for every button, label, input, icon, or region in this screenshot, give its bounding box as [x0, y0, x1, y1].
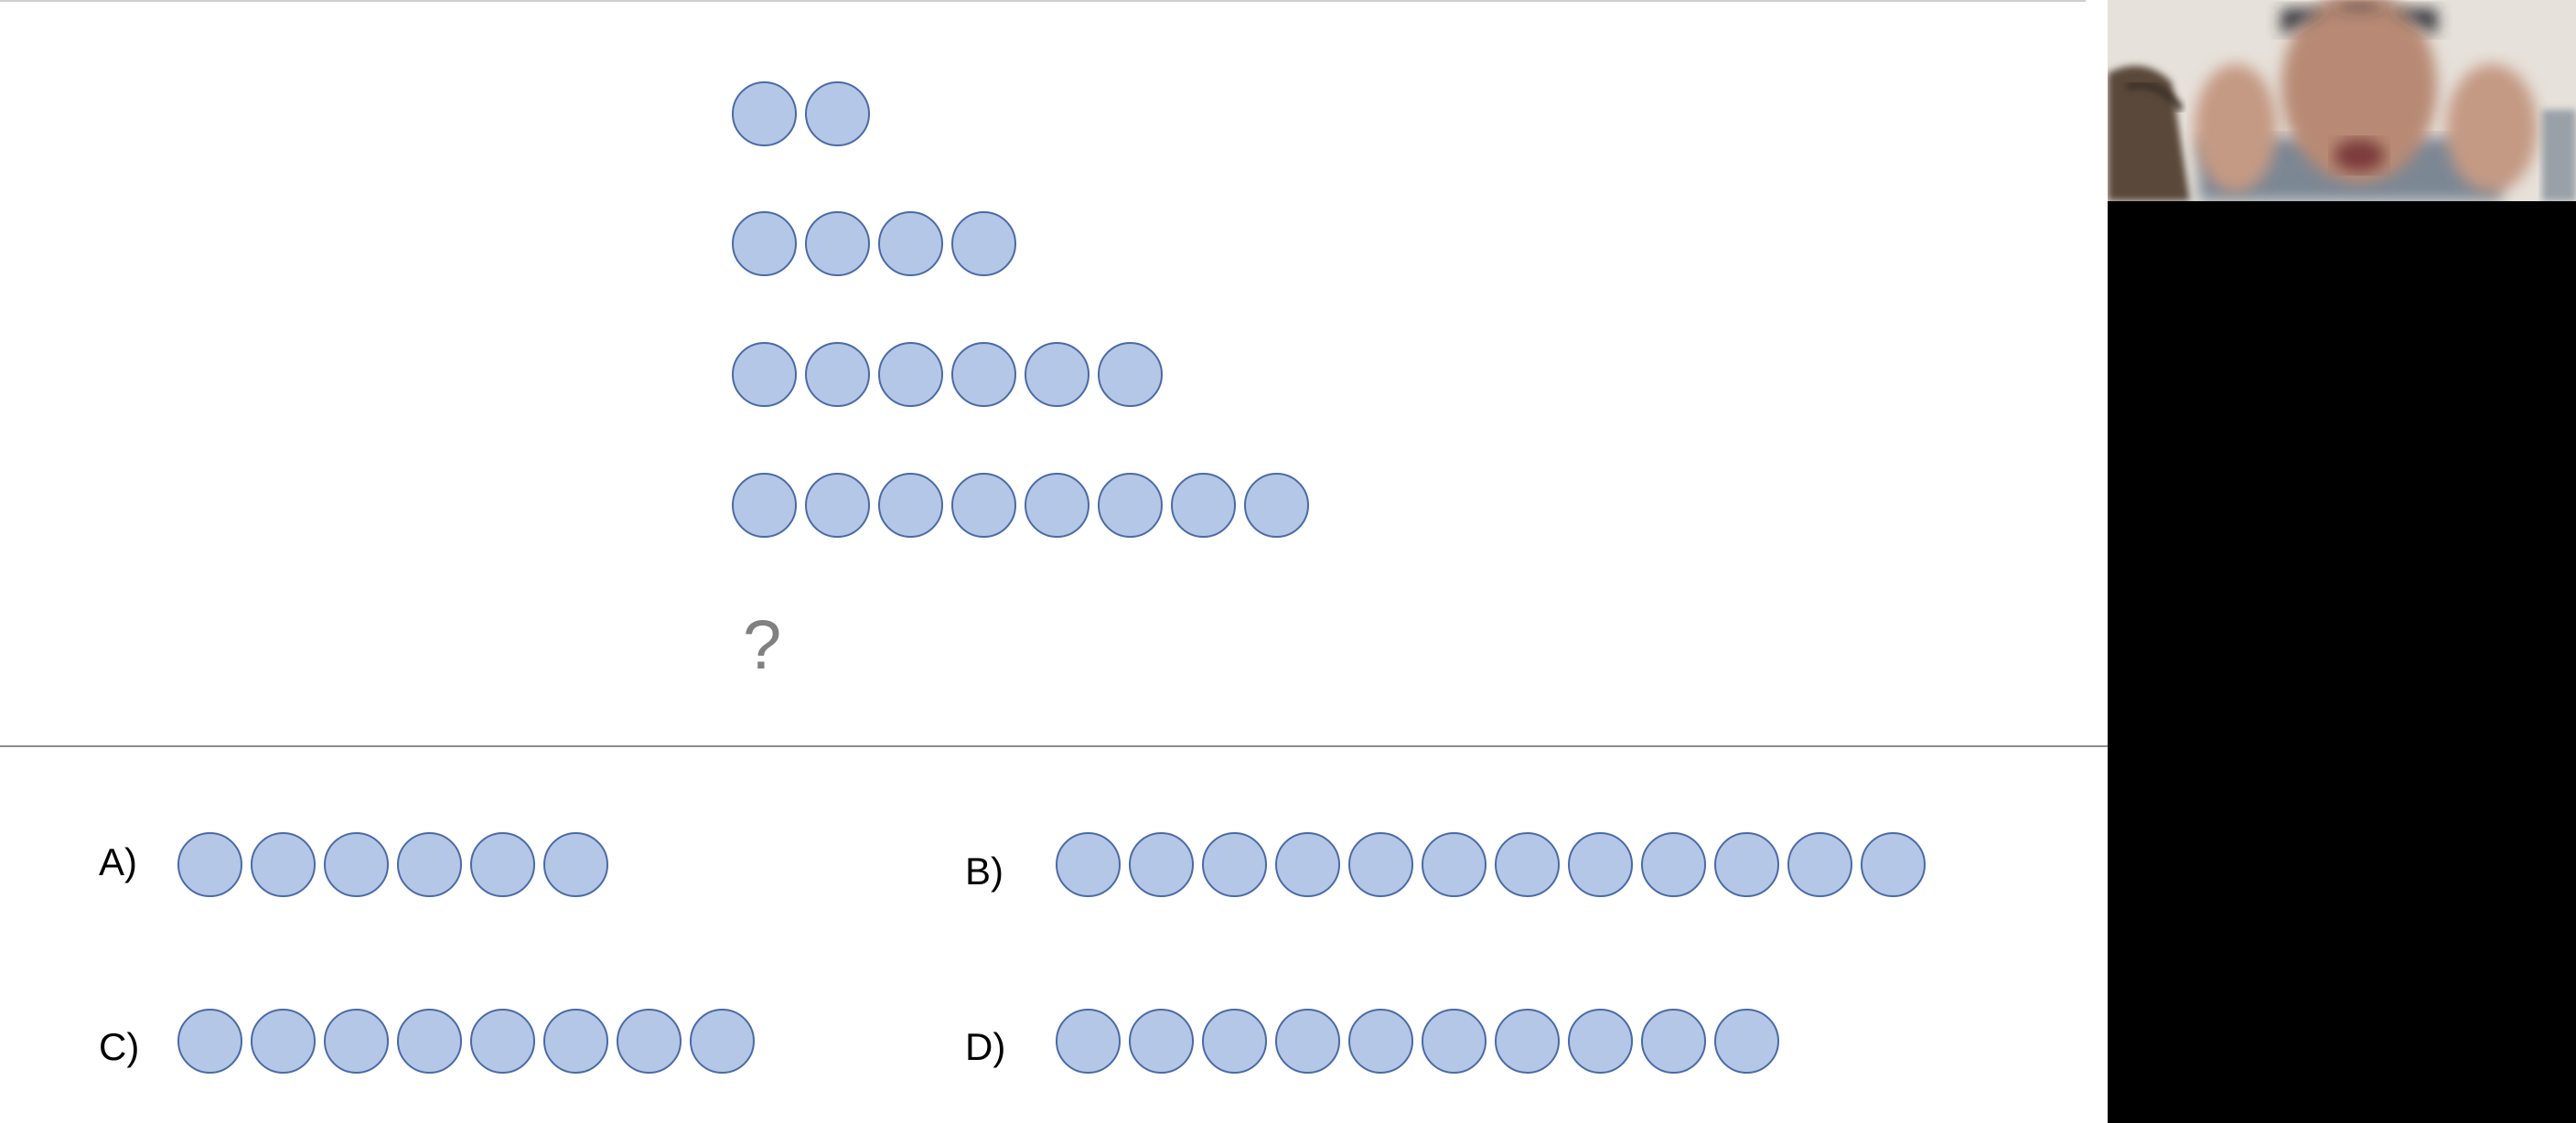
option-a-circles[interactable]	[177, 832, 608, 897]
circle-shape	[177, 1009, 242, 1074]
circle-shape	[951, 342, 1016, 407]
circle-shape	[324, 1009, 389, 1074]
circle-shape	[1714, 1009, 1779, 1074]
option-b-circles[interactable]	[1056, 832, 1926, 897]
sequence-row-1	[732, 81, 870, 146]
circle-shape	[1348, 1009, 1413, 1074]
sequence-row-3	[732, 342, 1163, 407]
circle-shape	[1275, 832, 1340, 897]
circle-shape	[1495, 1009, 1560, 1074]
circle-shape	[1568, 832, 1633, 897]
circle-shape	[1568, 1009, 1633, 1074]
missing-term-question-mark: ?	[743, 606, 782, 684]
option-d-label[interactable]: D)	[965, 1025, 1006, 1068]
circle-shape	[1025, 473, 1089, 538]
circle-shape	[1129, 832, 1194, 897]
presentation-slide: ? A) B) C) D)	[0, 0, 2108, 1074]
circle-shape	[732, 473, 797, 538]
circle-shape	[732, 211, 797, 276]
circle-shape	[732, 81, 797, 146]
top-rule	[0, 0, 2086, 2]
circle-shape	[1171, 473, 1236, 538]
circle-shape	[1056, 1009, 1121, 1074]
circle-shape	[1422, 832, 1487, 897]
circle-shape	[1129, 1009, 1194, 1074]
circle-shape	[732, 342, 797, 407]
circle-shape	[617, 1009, 682, 1074]
circle-shape	[1861, 832, 1926, 897]
circle-shape	[951, 211, 1016, 276]
circle-shape	[1202, 1009, 1267, 1074]
circle-shape	[878, 342, 943, 407]
video-call-panel	[2108, 0, 2576, 1123]
circle-shape	[1244, 473, 1309, 538]
circle-shape	[324, 832, 389, 897]
divider-line	[0, 745, 2108, 747]
circle-shape	[470, 1009, 535, 1074]
webcam-person-image	[2108, 0, 2576, 201]
circle-shape	[1202, 832, 1267, 897]
circle-shape	[951, 473, 1016, 538]
circle-shape	[1025, 342, 1089, 407]
circle-shape	[1495, 832, 1560, 897]
option-d-circles[interactable]	[1056, 1009, 1779, 1074]
circle-shape	[878, 473, 943, 538]
sequence-row-2	[732, 211, 1016, 276]
option-c-label[interactable]: C)	[99, 1025, 140, 1068]
sequence-row-4	[732, 473, 1309, 538]
circle-shape	[397, 832, 462, 897]
circle-shape	[805, 473, 870, 538]
circle-shape	[251, 832, 316, 897]
circle-shape	[1098, 473, 1163, 538]
circle-shape	[251, 1009, 316, 1074]
participant-webcam-video	[2108, 0, 2576, 201]
circle-shape	[878, 211, 943, 276]
circle-shape	[470, 832, 535, 897]
circle-shape	[805, 211, 870, 276]
circle-shape	[1056, 832, 1121, 897]
circle-shape	[1714, 832, 1779, 897]
circle-shape	[543, 1009, 608, 1074]
circle-shape	[1275, 1009, 1340, 1074]
circle-shape	[1348, 832, 1413, 897]
circle-shape	[397, 1009, 462, 1074]
circle-shape	[1787, 832, 1852, 897]
circle-shape	[690, 1009, 755, 1074]
circle-shape	[1641, 1009, 1706, 1074]
circle-shape	[1098, 342, 1163, 407]
circle-shape	[543, 832, 608, 897]
circle-shape	[805, 342, 870, 407]
option-b-label[interactable]: B)	[965, 850, 1004, 893]
circle-shape	[177, 832, 242, 897]
option-a-label[interactable]: A)	[99, 840, 137, 883]
circle-shape	[1422, 1009, 1487, 1074]
circle-shape	[805, 81, 870, 146]
option-c-circles[interactable]	[177, 1009, 755, 1074]
circle-shape	[1641, 832, 1706, 897]
